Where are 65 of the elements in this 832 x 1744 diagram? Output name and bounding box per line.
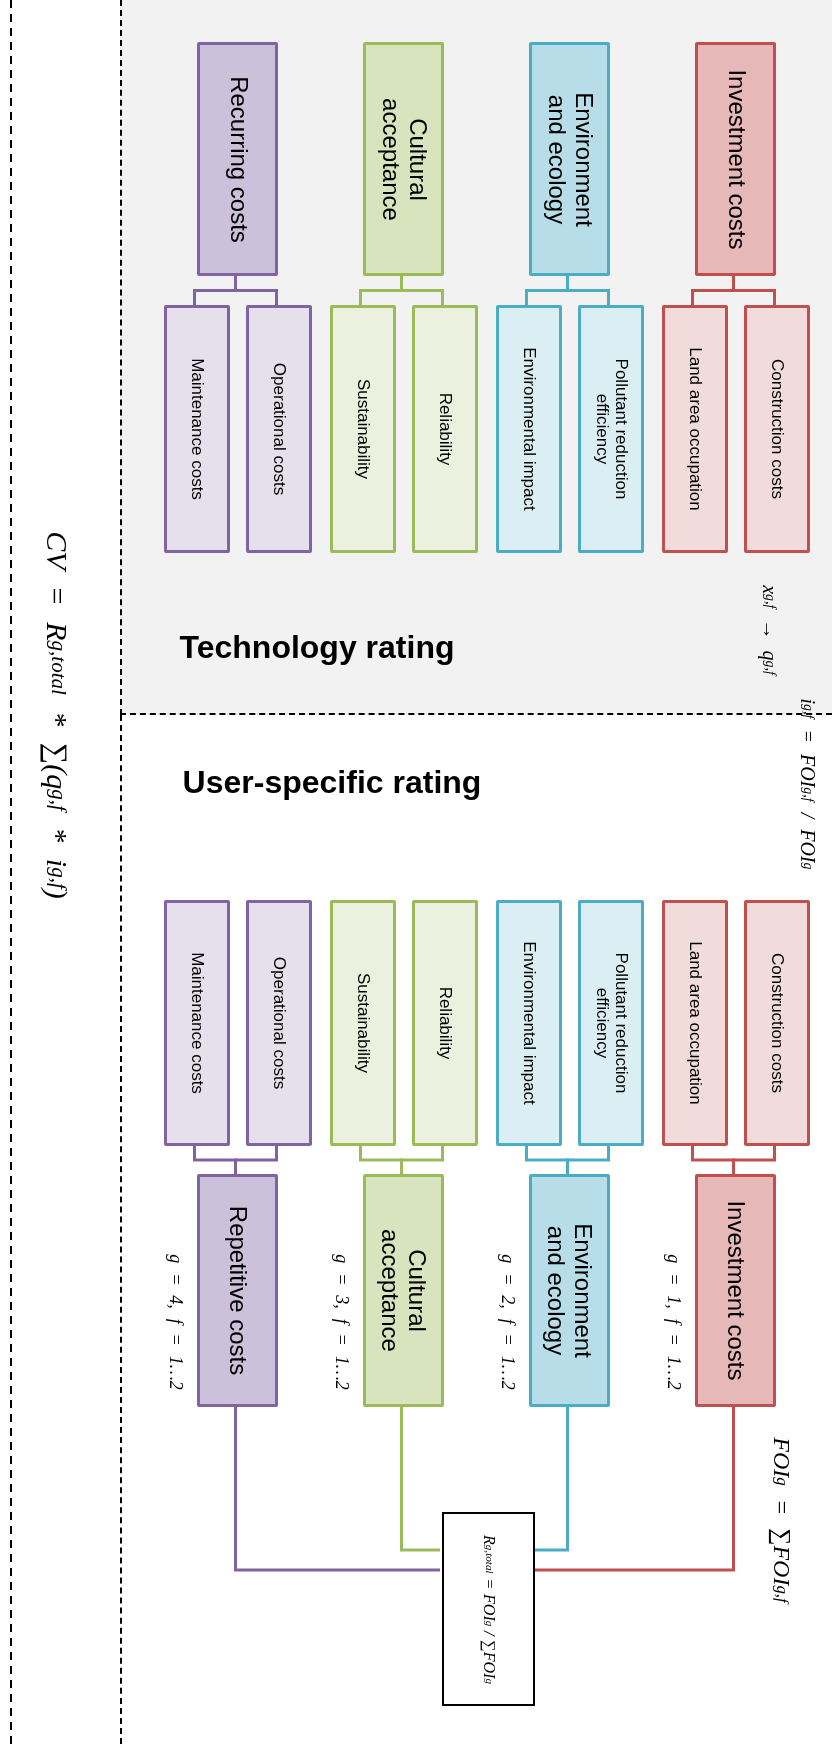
criterion-box — [495, 305, 562, 553]
category-label: Repetitive costs — [223, 1204, 253, 1378]
criterion-box — [245, 305, 312, 553]
criterion-label: Reliability — [434, 391, 456, 468]
connector-line — [193, 276, 237, 305]
category-box — [363, 42, 444, 276]
criterion-label: Sustainability — [352, 971, 374, 1076]
index-range-note: g = 4, f = 1…2 — [164, 1253, 187, 1392]
category-box — [529, 42, 610, 276]
category-label: Investment costs — [721, 67, 751, 252]
category-label: Investment costs — [721, 1199, 751, 1383]
criterion-box — [245, 900, 312, 1146]
category-label: Recurring costs — [223, 74, 253, 245]
index-range-note: g = 3, f = 1…2 — [330, 1253, 353, 1392]
criterion-label: Environmental impact — [518, 346, 540, 513]
formula-box — [442, 1512, 535, 1706]
criterion-label: Maintenance costs — [186, 357, 208, 502]
criterion-box — [661, 900, 728, 1146]
criterion-box — [163, 305, 230, 553]
connector-line — [691, 276, 735, 305]
criterion-label: Environmental impact — [518, 940, 540, 1107]
category-box — [197, 42, 278, 276]
connector-line — [525, 276, 569, 305]
connector-line — [691, 1146, 735, 1174]
connector-line — [234, 1407, 440, 1572]
category-box — [197, 1174, 278, 1407]
criterion-box — [577, 900, 644, 1146]
category-box — [529, 1174, 610, 1407]
connector-line — [525, 1146, 569, 1174]
criterion-box — [661, 305, 728, 553]
category-label: Cultural acceptance — [376, 1228, 432, 1354]
connector-line — [193, 1146, 237, 1174]
criterion-label: Land area occupation — [684, 940, 706, 1107]
category-box — [695, 42, 776, 276]
criterion-label: Operational costs — [268, 955, 290, 1092]
criterion-box — [329, 900, 396, 1146]
criterion-box — [577, 305, 644, 553]
category-label: Environment and ecology — [542, 1222, 598, 1360]
criterion-label: Construction costs — [766, 952, 788, 1095]
category-box — [695, 1174, 776, 1407]
criterion-label: Reliability — [434, 985, 456, 1062]
category-label: Cultural acceptance — [376, 96, 432, 223]
connector-line — [359, 276, 403, 305]
panel-title: Technology rating — [178, 628, 456, 668]
criterion-box — [743, 305, 810, 553]
criterion-label: Pollutant reduction efficiency — [591, 951, 632, 1096]
connector-line — [400, 1407, 440, 1552]
criterion-label: Operational costs — [268, 361, 290, 498]
category-label: Environment and ecology — [542, 90, 598, 229]
criterion-box — [411, 305, 478, 553]
criterion-label: Maintenance costs — [186, 951, 208, 1096]
connector-line — [359, 1146, 403, 1174]
criterion-label: Sustainability — [352, 377, 374, 482]
criterion-label: Pollutant reduction efficiency — [591, 357, 632, 502]
index-range-note: g = 1, f = 1…2 — [662, 1253, 685, 1392]
criterion-box — [495, 900, 562, 1146]
criterion-label: Land area occupation — [684, 346, 706, 513]
criterion-label: Construction costs — [766, 358, 788, 501]
panel-title: User-specific rating — [181, 763, 483, 803]
category-box — [363, 1174, 444, 1407]
criterion-box — [329, 305, 396, 553]
criterion-box — [163, 900, 230, 1146]
criterion-box — [411, 900, 478, 1146]
index-range-note: g = 2, f = 1…2 — [496, 1253, 519, 1392]
criterion-box — [743, 900, 810, 1146]
